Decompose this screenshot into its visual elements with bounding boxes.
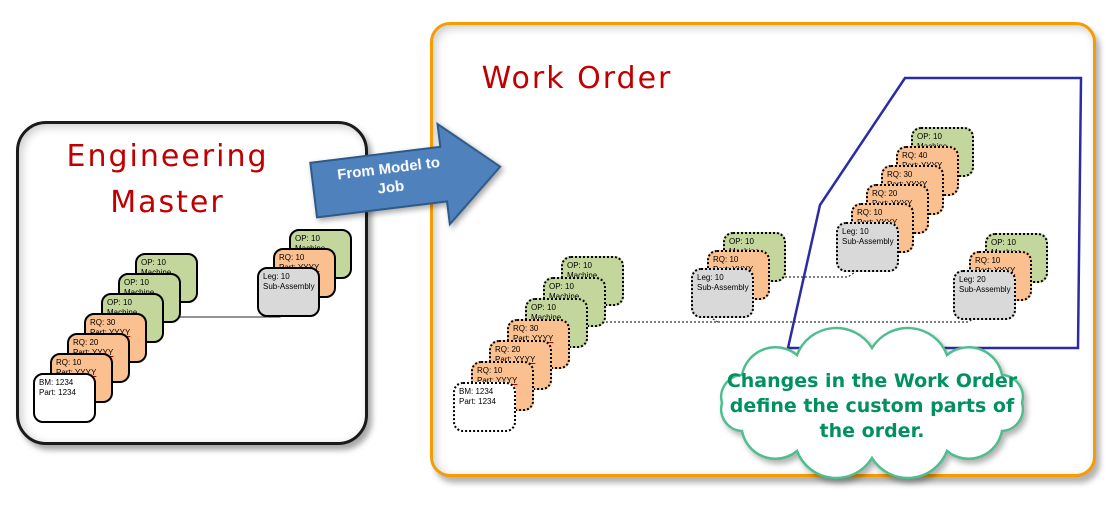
card-line1: OP: 10 [107, 298, 132, 307]
card-leg: Leg: 10 Sub-Assembly [691, 268, 754, 318]
model-to-job-arrow: From Model to Job [306, 113, 510, 246]
work-order-title: Work Order [481, 61, 673, 96]
card-line1: RQ: 10 [975, 256, 1001, 265]
card-line1: RQ: 30 [887, 170, 913, 179]
card-line2: Machine [549, 291, 580, 301]
card-line1: RQ: 10 [857, 208, 883, 217]
card-line1: Leg: 10 [697, 273, 724, 282]
card-line2: Part: YYYY [56, 367, 97, 377]
card-line1: Leg: 10 [842, 227, 869, 236]
card-line2: Machine [531, 312, 562, 322]
arrow-shape [309, 121, 502, 227]
card-line1: RQ: 30 [513, 324, 539, 333]
card-line1: BM: 1234 [39, 378, 74, 387]
engineering-master-title-line2: Master [110, 185, 225, 220]
card-line2: Machine [141, 267, 172, 277]
card-line1: OP: 10 [531, 303, 556, 312]
card-leg: Leg: 10 Sub-Assembly [836, 222, 899, 272]
card-line1: RQ: 40 [902, 151, 928, 160]
card-line2: Sub-Assembly [263, 281, 315, 291]
card-line2: Sub-Assembly [842, 236, 894, 246]
card-line1: OP: 10 [991, 238, 1016, 247]
card-line2: Part: YYYY [495, 354, 536, 364]
engineering-master-title-line1: Engineering [66, 139, 269, 174]
card-line2: Machine [107, 307, 138, 317]
card-line1: OP: 10 [729, 237, 754, 246]
card-line2: Part: YYYY [477, 375, 518, 385]
card-line2: Part: YYYY [513, 333, 554, 343]
card-line2: Sub-Assembly [959, 284, 1011, 294]
card-line2: Part: 1234 [459, 396, 496, 406]
card-line1: RQ: 10 [713, 255, 739, 264]
card-line1: RQ: 20 [872, 189, 898, 198]
card-line1: Leg: 20 [959, 275, 986, 284]
card-bm: BM: 1234 Part: 1234 [33, 373, 96, 423]
card-line1: RQ: 10 [56, 358, 82, 367]
card-line1: BM: 1234 [459, 387, 494, 396]
card-line1: OP: 10 [567, 261, 592, 270]
card-line1: Leg: 10 [263, 272, 290, 281]
card-line1: OP: 10 [295, 234, 320, 243]
card-line2: Sub-Assembly [697, 282, 749, 292]
card-line2: Part: 1234 [39, 387, 76, 397]
card-line1: OP: 10 [549, 282, 574, 291]
card-line2: Part: YYYY [73, 347, 114, 357]
card-line1: OP: 10 [141, 258, 166, 267]
card-line1: RQ: 10 [477, 366, 503, 375]
card-line1: RQ: 20 [495, 345, 521, 354]
card-line1: OP: 10 [124, 278, 149, 287]
card-line1: RQ: 20 [73, 338, 99, 347]
card-line1: RQ: 10 [279, 253, 305, 262]
card-line2: Machine [567, 270, 598, 280]
card-line1: RQ: 30 [90, 318, 116, 327]
card-leg: Leg: 20 Sub-Assembly [953, 270, 1016, 320]
card-leg: Leg: 10 Sub-Assembly [257, 267, 320, 317]
card-line2: Machine [124, 287, 155, 297]
engineering-master-title: Engineering Master [40, 134, 295, 226]
card-line1: OP: 10 [917, 132, 942, 141]
card-bm: BM: 1234 Part: 1234 [453, 382, 516, 432]
card-line2: Part: YYYY [90, 327, 131, 337]
